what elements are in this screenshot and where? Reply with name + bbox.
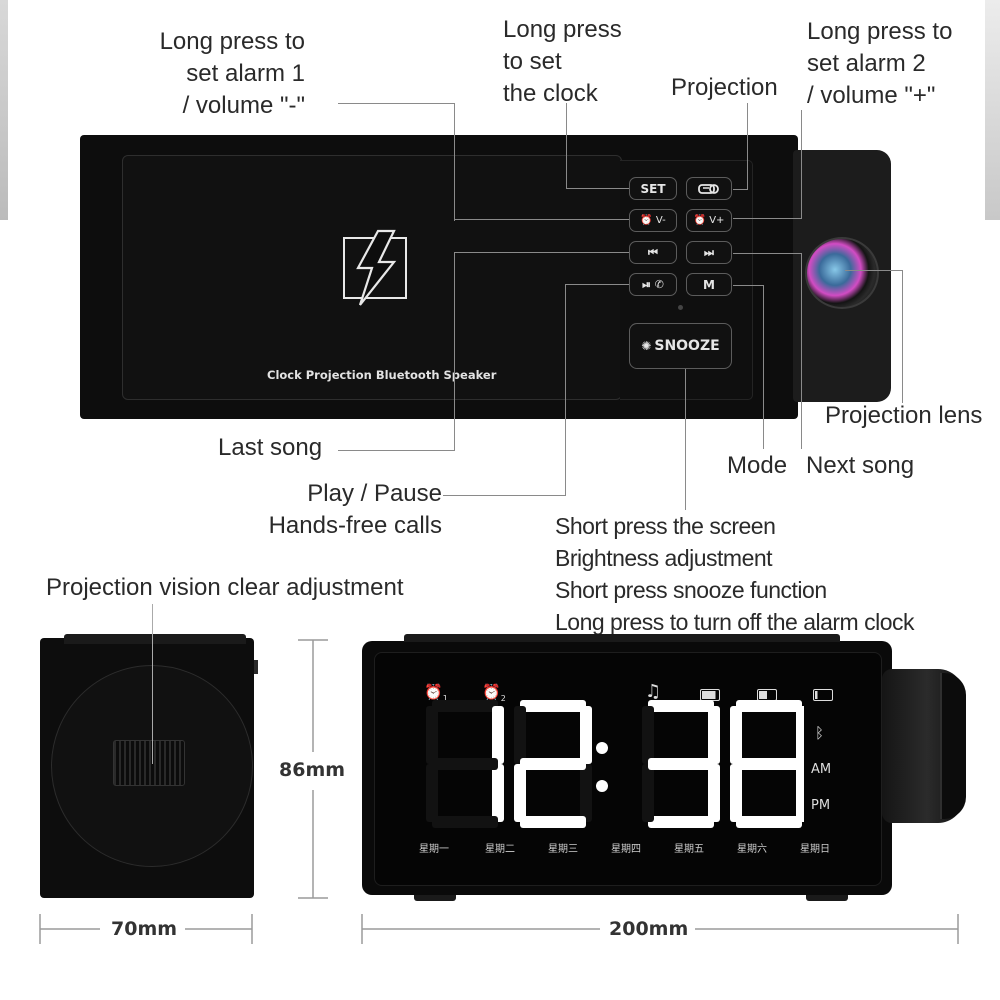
leader-last-song [338, 253, 455, 451]
front-projector-ring [940, 673, 966, 819]
colon-dot-2 [596, 780, 608, 792]
dimension-lines [39, 639, 959, 944]
digit-3-segment-f [642, 706, 654, 764]
product-name: Clock Projection Bluetooth Speaker [267, 368, 497, 382]
front-bottom-feet [414, 895, 456, 901]
label-mode: Mode [727, 452, 788, 479]
digit-1-segment-d [432, 816, 498, 828]
label-set-clock: Long press to set the clock [503, 16, 622, 107]
leader-alarm1 [338, 103, 455, 221]
digit-2-segment-f [514, 706, 526, 764]
weekday-5: 星期五 [674, 844, 704, 855]
play-pause-button[interactable]: ⏯ ✆ [629, 273, 677, 296]
front-top-edge [404, 634, 840, 642]
leader-mode [733, 285, 764, 449]
previous-song-button[interactable]: ⏮ [629, 241, 677, 264]
weekday-3: 星期三 [548, 844, 578, 855]
depth-dimension: 70mm [111, 918, 178, 940]
digit-2-segment-a [520, 700, 586, 712]
label-projection-lens: Projection lens [825, 402, 983, 429]
side-button-nub [254, 660, 258, 674]
weekday-6: 星期六 [737, 844, 767, 855]
label-projection: Projection [671, 74, 778, 101]
label-focus-adjust: Projection vision clear adjustment [46, 574, 404, 601]
label-next-song: Next song [806, 452, 915, 479]
digit-4-segment-a [736, 700, 802, 712]
side-top-cap [64, 634, 246, 644]
digit-2-segment-b [580, 706, 592, 764]
leader-snooze [685, 369, 686, 510]
digit-3-segment-c [708, 764, 720, 822]
background-edge-right [985, 0, 1000, 220]
background-edge-left [0, 0, 8, 220]
digit-3-segment-a [648, 700, 714, 712]
leader-alarm1-end [454, 219, 629, 220]
next-song-button[interactable]: ⏭ [686, 241, 732, 264]
digit-4-segment-e [730, 764, 742, 822]
alarm1-volume-down-button[interactable]: ⏰ V- [629, 209, 677, 232]
digit-1-segment-g [432, 758, 498, 770]
label-last-song: Last song [218, 434, 323, 461]
weekday-2: 星期二 [485, 844, 515, 855]
snooze-label: SNOOZE [654, 338, 720, 354]
width-dimension: 200mm [609, 918, 689, 940]
leader-set-clock [566, 103, 629, 189]
digit-4-segment-c [796, 764, 804, 822]
digit-3-segment-d [648, 816, 714, 828]
leader-play-pause [443, 285, 566, 496]
digit-4-segment-f [730, 706, 742, 764]
digit-1-segment-a [432, 700, 498, 712]
digit-1-segment-c [492, 764, 504, 822]
digit-4-segment-d [736, 816, 802, 828]
leader-focus [152, 604, 153, 764]
wireless-charging-icon [343, 229, 407, 306]
projection-button[interactable] [686, 177, 732, 200]
leader-last-song-top [454, 252, 629, 253]
projection-lens [805, 237, 879, 309]
battery-low-icon [813, 689, 833, 701]
focus-wheel[interactable] [113, 740, 185, 786]
alarm2-volume-up-button[interactable]: ⏰ V+ [686, 209, 732, 232]
projector-icon [698, 183, 719, 194]
snooze-button[interactable]: ✺ SNOOZE [629, 323, 732, 369]
digit-4-segment-b [796, 706, 804, 764]
bluetooth-icon: ᛒ [815, 724, 825, 742]
label-alarm2: Long press to set alarm 2 / volume "+" [807, 18, 953, 109]
digit-3-segment-b [708, 706, 720, 764]
mode-button[interactable]: M [686, 273, 732, 296]
front-bottom-feet-right [806, 895, 848, 901]
digit-2-segment-g [520, 758, 586, 770]
leader-lens [845, 270, 903, 403]
music-note-icon: ♫ [645, 681, 662, 702]
light-bulb-icon: ✺ [641, 339, 652, 353]
label-snooze-functions: Short press the screen Brightness adjust… [555, 513, 915, 635]
digit-2-segment-e [514, 764, 526, 822]
leader-projection [733, 103, 748, 190]
digit-4-segment-g [736, 758, 802, 770]
digit-1-segment-e [426, 764, 438, 822]
microphone-hole [678, 305, 683, 310]
set-button[interactable]: SET [629, 177, 677, 200]
colon-dot-1 [596, 742, 608, 754]
digit-3-segment-e [642, 764, 654, 822]
weekday-4: 星期四 [611, 844, 641, 855]
label-play-pause: Play / Pause Hands-free calls [268, 480, 442, 539]
leader-next-song [733, 253, 802, 449]
digit-2-segment-d [520, 816, 586, 828]
digit-3-segment-g [648, 758, 714, 770]
alarm1-indicator-icon: ⏰1 [424, 683, 448, 703]
label-alarm1: Long press to set alarm 1 / volume "-" [159, 28, 305, 119]
leader-play-pause-top [565, 284, 629, 285]
time-display-digits [426, 700, 804, 828]
weekday-1: 星期一 [419, 844, 449, 855]
weekday-7: 星期日 [800, 844, 830, 855]
height-dimension: 86mm [279, 759, 346, 781]
digit-1-segment-f [426, 706, 438, 764]
leader-alarm2 [733, 110, 802, 219]
alarm2-indicator-icon: ⏰2 [482, 683, 506, 703]
digit-1-segment-b [492, 706, 504, 764]
pm-indicator: PM [811, 798, 831, 813]
digit-2-segment-c [580, 764, 592, 822]
am-indicator: AM [811, 762, 832, 777]
